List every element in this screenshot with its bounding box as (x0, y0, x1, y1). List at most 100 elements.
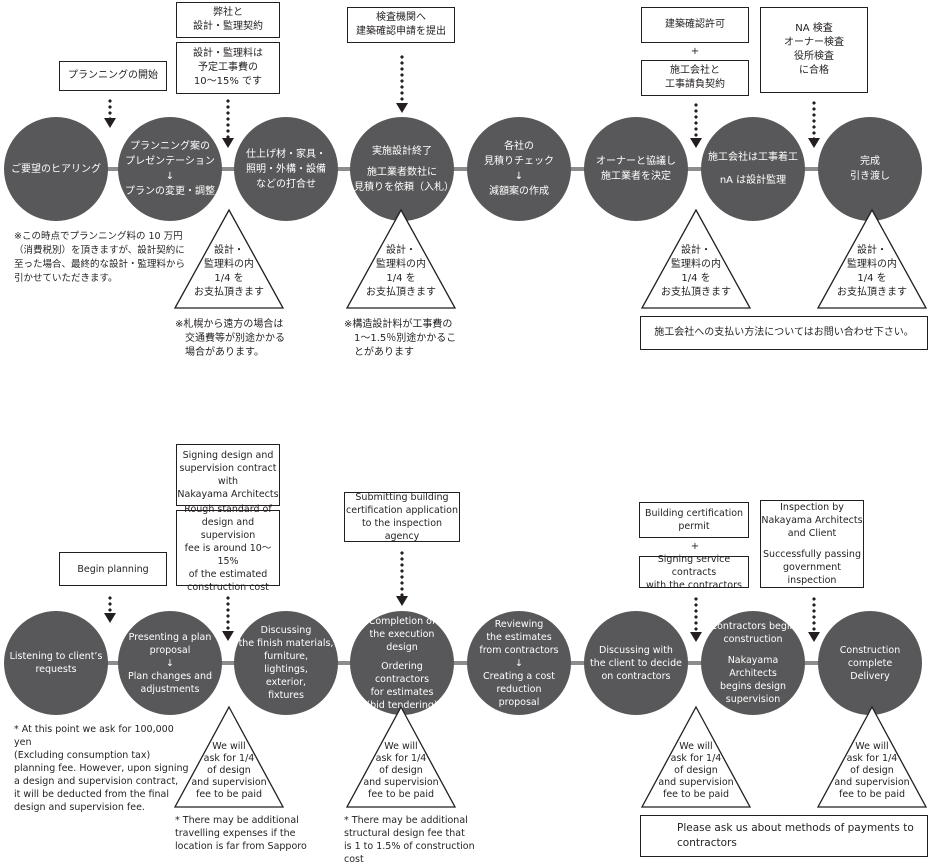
step-text: プランの変更・調整 (125, 186, 215, 197)
note-text: 1〜1.5％別途かかるこ (344, 333, 457, 344)
step-text: 実施設計終了 (372, 145, 432, 157)
box-text: 施工会社と (670, 65, 720, 76)
step-text: nA は設計監理 (719, 175, 787, 186)
triangle-text: 監理料の内 (847, 259, 897, 270)
step-text: Nakayama Architects (727, 655, 779, 679)
box-na-inspection: Inspection by Nakayama Architects and Cl… (760, 500, 864, 588)
step-text: 施工業者数社に (367, 166, 437, 178)
note-text: 引かせていただきます。 (14, 273, 118, 284)
box-text: 建築確認許可 (665, 19, 725, 30)
triangle-text: お支払頂きます (837, 287, 907, 298)
step-plan-presentation: プランニング案の プレゼンテーション ↓ プランの変更・調整 (118, 117, 222, 221)
box-text: contractors (677, 837, 737, 849)
step-completion: 完成 引き渡し (818, 117, 922, 221)
step-text: the finish materials, (238, 638, 334, 649)
note-text: planning fee. However, upon signing (14, 763, 189, 774)
arrowhead (396, 103, 408, 113)
note-travel-expenses: ※札幌から遠方の場合は 交通費等が別途かかる 場合があります。 (175, 318, 315, 360)
down-arrow-text: ↓ (515, 657, 523, 669)
box-text: Building certification (644, 508, 744, 519)
fee-triangle: 設計・ 監理料の内 1/4 を お支払頂きます (640, 208, 752, 310)
arrowhead (690, 632, 702, 642)
box-payment-inquiry: Please ask us about methods of payments … (640, 815, 928, 857)
note-text: travelling expenses if the (175, 828, 296, 839)
dotted-arrow (226, 595, 230, 631)
fee-triangle: 設計・ 監理料の内 1/4 を お支払頂きます (816, 208, 928, 310)
note-text: * There may be additional (344, 815, 468, 826)
step-listening: Listening to client’s requests (4, 611, 108, 715)
arrowhead (104, 118, 116, 128)
triangle-text: 設計・ (214, 245, 244, 256)
triangle-text: fee to be paid (662, 789, 730, 800)
box-text: に合格 (799, 65, 829, 76)
step-finish-discussion: 仕上げ材・家具・ 照明・外構・設備 などの打合せ (234, 117, 338, 221)
box-payment-inquiry: 施工会社への支払い方法についてはお問い合わせ下さい。 (640, 316, 928, 350)
box-na-inspection: NA 検査 オーナー検査 役所検査 に合格 (760, 7, 868, 93)
box-text: Signing design and (182, 450, 274, 461)
step-text: begins design (719, 681, 787, 692)
arrowhead (808, 632, 820, 642)
triangle-text: and supervision (658, 777, 734, 788)
dotted-arrow (108, 595, 112, 613)
step-text: supervision (725, 694, 781, 705)
step-text: Discussing with (599, 644, 673, 656)
step-text: construction (723, 634, 783, 645)
note-text: (Excluding consumption tax) (14, 750, 151, 761)
plus-sign: + (690, 46, 700, 57)
note-text: location is far from Sapporo (175, 841, 307, 852)
step-text: 見積りチェック (484, 156, 554, 167)
fee-triangle: We will ask for 1/4 of design and superv… (345, 705, 457, 809)
note-text: 場合があります。 (175, 347, 264, 358)
step-finish-discussion: Discussing the finish materials, furnitu… (234, 611, 338, 715)
note-text: ※札幌から遠方の場合は (175, 319, 284, 330)
step-text: proposal (498, 696, 540, 708)
note-text: ※この時点でプランニング料の 10 万円 (14, 231, 183, 242)
box-text: of the estimated (188, 568, 268, 580)
arrowhead (396, 596, 408, 606)
box-text: Nakayama Architects (761, 515, 863, 526)
step-plan-presentation: Presenting a plan proposal ↓ Plan change… (118, 611, 222, 715)
step-text: the execution design (369, 628, 435, 653)
dotted-arrow (400, 550, 404, 596)
step-text: 見積りを依頼（入札） (354, 181, 454, 193)
box-begin-planning: Begin planning (59, 552, 167, 586)
box-inspection-application: 検査機関へ 建築確認申請を提出 (347, 7, 455, 43)
box-text: Rough standard of (184, 503, 272, 515)
box-text: 弊社と (213, 7, 243, 18)
box-text: government inspection (783, 562, 841, 586)
step-text: Completion of (368, 615, 436, 627)
step-text: などの打合せ (256, 178, 316, 190)
step-text: 引き渡し (850, 171, 890, 182)
box-text: 設計・監理料は (193, 48, 263, 59)
triangle-text: We will (679, 741, 713, 752)
triangle-text: 1/4 を (857, 273, 887, 284)
step-completion: Construction complete Delivery (818, 611, 922, 715)
triangle-text: 設計・ (681, 245, 711, 256)
box-text: permit (678, 521, 710, 532)
arrowhead (222, 138, 234, 148)
dotted-arrow (694, 102, 698, 138)
step-text: Creating a cost (483, 670, 555, 682)
box-text: construction cost (187, 581, 269, 593)
triangle-text: and supervision (834, 777, 910, 788)
box-service-contract: Signing service contracts with the contr… (639, 554, 749, 591)
triangle-text: and supervision (191, 777, 267, 788)
box-text: with (217, 476, 239, 487)
arrowhead (690, 138, 702, 148)
dotted-arrow (812, 100, 816, 138)
step-text: from contractors (479, 644, 559, 656)
step-text: Listening to client’s (9, 651, 103, 662)
triangle-text: お支払頂きます (194, 287, 264, 298)
step-text: reduction (496, 683, 542, 695)
dotted-arrow (226, 98, 230, 138)
triangle-text: ask for 1/4 (670, 753, 722, 764)
step-text: proposal (149, 644, 191, 656)
step-text: Construction complete (839, 644, 901, 669)
fee-triangle: We will ask for 1/4 of design and superv… (816, 705, 928, 809)
box-text: Inspection by (780, 502, 844, 513)
box-text: NA 検査 (795, 23, 833, 34)
triangle-text: ask for 1/4 (846, 753, 898, 764)
arrowhead (222, 631, 234, 641)
arrowhead (808, 138, 820, 148)
box-design-fee: Rough standard of design and supervision… (176, 504, 280, 593)
